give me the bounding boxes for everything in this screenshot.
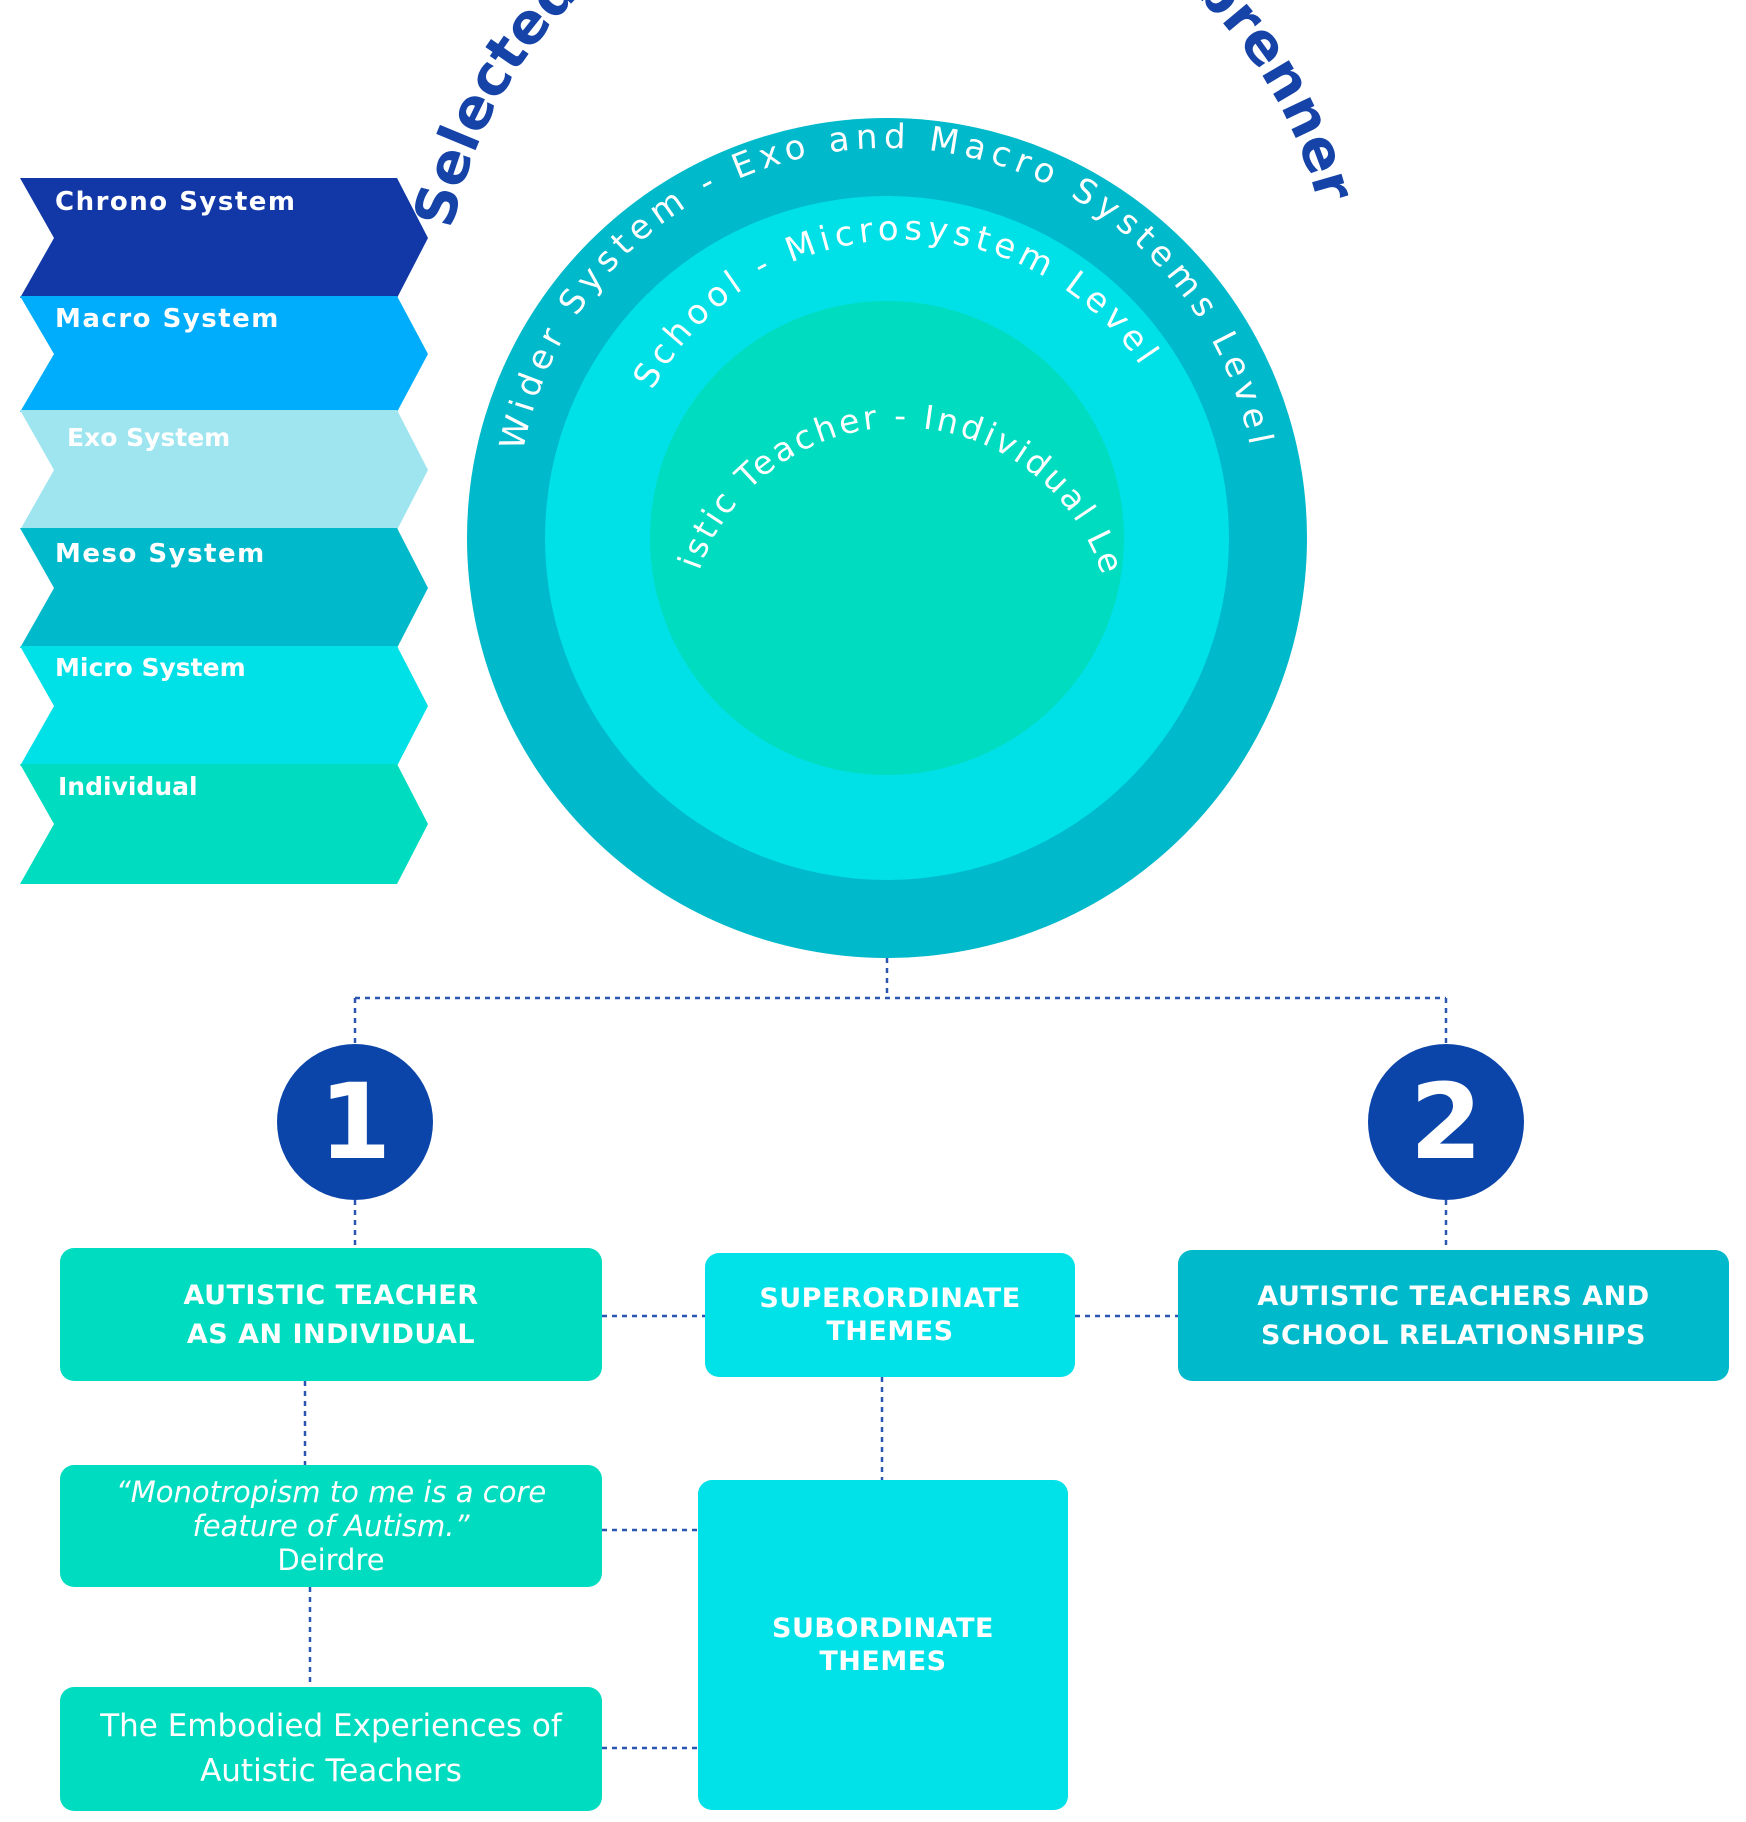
badge-1: 1 — [277, 1044, 433, 1200]
superordinate-line-2: THEMES — [826, 1316, 954, 1347]
embodied-line-1: The Embodied Experiences of — [100, 1708, 562, 1744]
chevron-shape — [20, 178, 428, 298]
quote-line-2: feature of Autism.” — [192, 1509, 470, 1543]
chevron-exo-system: Exo System — [20, 410, 428, 530]
chevron-shape — [20, 410, 428, 530]
quote-line-1: “Monotropism to me is a core — [115, 1475, 547, 1509]
embodied-line-2: Autistic Teachers — [200, 1753, 462, 1789]
chevron-label: Chrono System — [55, 187, 297, 217]
badge-circle — [277, 1044, 433, 1200]
theme-1-box: AUTISTIC TEACHER AS AN INDIVIDUAL — [60, 1248, 602, 1381]
chevron-label: Meso System — [55, 539, 266, 569]
quote-author: Deirdre — [277, 1543, 385, 1577]
chevron-individual: Individual — [20, 764, 428, 884]
chevron-label: Micro System — [55, 653, 246, 682]
superordinate-themes-box: SUPERORDINATE THEMES — [705, 1253, 1075, 1377]
badge-2: 2 — [1368, 1044, 1524, 1200]
chevron-shape — [20, 296, 428, 412]
chevron-macro-system: Macro System — [20, 296, 428, 412]
embodied-experiences-box: The Embodied Experiences of Autistic Tea… — [60, 1687, 602, 1811]
chevron-label: Individual — [58, 772, 198, 801]
theme-2-box: AUTISTIC TEACHERS AND SCHOOL RELATIONSHI… — [1178, 1250, 1729, 1381]
chevron-shape — [20, 646, 428, 766]
chevron-stack: Chrono System Macro System Exo System Me… — [20, 178, 428, 884]
subordinate-themes-box: SUBORDINATE THEMES — [698, 1480, 1068, 1810]
inner-circle — [650, 301, 1124, 775]
chevron-shape — [20, 528, 428, 648]
chevron-chrono-system: Chrono System — [20, 178, 428, 298]
badge-number: 1 — [319, 1061, 391, 1183]
chevron-label: Exo System — [67, 423, 230, 452]
theme-2-line-1: AUTISTIC TEACHERS AND — [1257, 1280, 1650, 1312]
chevron-meso-system: Meso System — [20, 528, 428, 648]
subordinate-line-2: THEMES — [819, 1646, 947, 1677]
theme-1-line-2: AS AN INDIVIDUAL — [186, 1318, 476, 1350]
quote-box: “Monotropism to me is a core feature of … — [60, 1465, 602, 1587]
theme-1-line-1: AUTISTIC TEACHER — [183, 1279, 479, 1311]
badge-circle — [1368, 1044, 1524, 1200]
chevron-micro-system: Micro System — [20, 646, 428, 766]
superordinate-line-1: SUPERORDINATE — [759, 1283, 1021, 1314]
chevron-shape — [20, 764, 428, 884]
connectors — [303, 958, 1448, 1750]
badge-number: 2 — [1410, 1061, 1482, 1183]
theme-2-line-2: SCHOOL RELATIONSHIPS — [1261, 1319, 1646, 1351]
subordinate-line-1: SUBORDINATE — [772, 1613, 994, 1644]
chevron-label: Macro System — [55, 304, 280, 334]
